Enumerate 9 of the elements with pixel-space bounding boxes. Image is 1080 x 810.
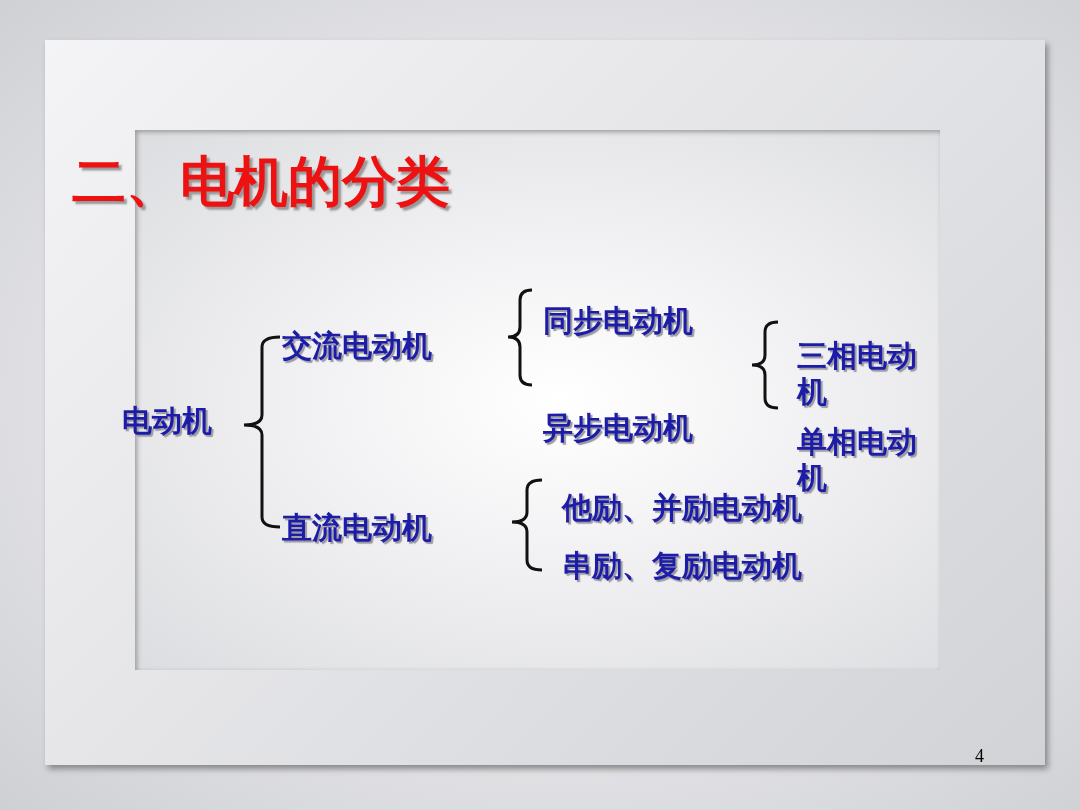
category-label: 同步电动机 [543, 303, 693, 339]
category-label: 异步电动机 [543, 410, 693, 446]
category-label: 交流电动机 [282, 328, 433, 364]
category-label: 串励、复励电动机 [562, 548, 803, 584]
category-label: 电动机 [122, 403, 213, 439]
page-number: 4 [975, 746, 984, 767]
category-label: 三相电动机 [797, 338, 918, 410]
category-label: 直流电动机 [282, 510, 433, 546]
title: 二、电机的分类 [72, 150, 450, 214]
